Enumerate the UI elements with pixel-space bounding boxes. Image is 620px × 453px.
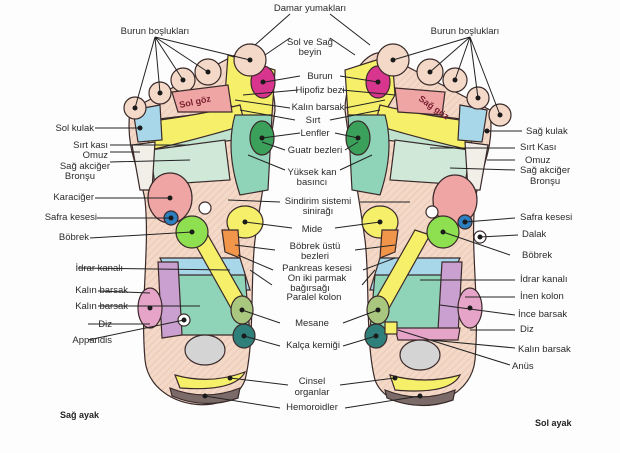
left-rectum-zone [394, 327, 461, 341]
label-pankreas-kesesi: Pankreas kesesi [282, 263, 352, 274]
label-dalak: Dalak [522, 229, 547, 240]
label-hipofiz-bezi: Hipofiz bezi [295, 85, 345, 96]
label-lenfler: Lenfler [300, 128, 330, 139]
label-idrar-kanali-left: İdrar kanalı [75, 263, 123, 274]
leader-lines [77, 13, 522, 409]
left-ear-zone [457, 104, 488, 143]
label-guatr-bezleri: Guatr bezleri [287, 145, 343, 156]
label-bobrek-left: Böbrek [58, 232, 89, 243]
label-sol-kulak: Sol kulak [55, 123, 94, 134]
label-kalin-barsak-right: Kalın barsak [518, 344, 571, 355]
label-sirt-kasi-left: Sırt kası [73, 140, 108, 151]
left-colon-purple-zone [437, 261, 463, 336]
label-yuksek-kan-line2: basıncı [296, 177, 328, 188]
label-akciger-left-line1: Sağ akciğer [59, 161, 110, 172]
right-heel-zone [184, 334, 226, 366]
left-genital-zone [389, 374, 462, 392]
label-kalin-barsak-center: Kalın barsak [291, 102, 345, 113]
label-on-iki-line1: On iki parmak [287, 273, 347, 284]
label-omuz-left: Omuz [82, 150, 108, 161]
label-omuz-right: Omuz [525, 155, 551, 166]
left-eye-zone [394, 87, 446, 116]
label-kalin-barsak-left-1: Kalın barsak [75, 285, 128, 296]
label-safra-kesesi-left: Safra kesesi [44, 212, 97, 223]
label-hemoroidler: Hemoroidler [286, 402, 338, 413]
label-ince-barsak: İnce barsak [518, 309, 568, 320]
label-kalin-barsak-left-2: Kalın barsak [75, 301, 128, 312]
label-yuksek-kan-line1: Yüksek kan [287, 167, 337, 178]
label-sindirim-line1: Sindirim sistemi [284, 196, 352, 207]
label-bobrek-ustu-line1: Böbrek üstü [289, 241, 341, 252]
left-adrenal-zone [425, 205, 439, 219]
right-foot [123, 43, 276, 406]
label-bobrek-right: Böbrek [522, 250, 553, 261]
label-kalca-kemigi: Kalça kemiği [286, 340, 340, 351]
label-safra-kesesi-right: Safra kesesi [520, 212, 573, 223]
right-eye-zone [171, 84, 233, 113]
label-beyin-line1: Sol ve Sağ [287, 37, 333, 48]
label-anus: Anüs [512, 361, 534, 372]
label-cinsel-line1: Cinsel [298, 376, 326, 387]
label-beyin-line2: beyin [298, 47, 322, 58]
label-sindirim-line2: sinirağı [302, 206, 334, 217]
label-akciger-right-line2: Bronşu [530, 176, 561, 187]
label-sirt-kasi-right: Sırt Kası [520, 142, 557, 153]
right-foot-title: Sağ ayak [60, 410, 100, 420]
label-mesane: Mesane [295, 318, 329, 329]
label-karaciger: Karaciğer [53, 192, 94, 203]
label-burun-bosluklari-left: Burun boşlukları [120, 26, 190, 37]
label-mide: Mide [301, 224, 323, 235]
label-sag-kulak: Sağ kulak [526, 126, 568, 137]
label-sirt: Sırt [305, 115, 321, 126]
right-genital-zone [174, 370, 247, 390]
label-on-iki-line2: bağırsağı [290, 283, 330, 294]
left-heel-zone [399, 339, 441, 371]
label-cinsel-line2: organlar [294, 387, 330, 398]
label-burun-bosluklari-right: Burun boşlukları [430, 26, 500, 37]
label-appandis: Appandis [72, 335, 112, 346]
marker-dots [132, 57, 503, 399]
label-diz-left: Diz [98, 319, 112, 330]
label-paralel-kolon: Paralel kolon [286, 292, 342, 303]
right-shoulder-zone [131, 141, 156, 191]
label-damar-yumaklari: Damar yumakları [273, 3, 347, 14]
label-inen-kolon: İnen kolon [520, 291, 564, 302]
label-bobrek-ustu-line2: bezleri [301, 251, 329, 262]
label-akciger-left-line2: Bronşu [64, 171, 95, 182]
left-anus-zone [384, 321, 398, 335]
label-burun: Burun [307, 71, 333, 82]
right-adrenal-zone [198, 201, 212, 215]
label-idrar-kanali-right: İdrar kanalı [520, 274, 568, 285]
label-akciger-right-line1: Sağ akciğer [520, 165, 571, 176]
label-diz-right: Diz [520, 324, 534, 335]
left-foot-title: Sol ayak [535, 418, 572, 428]
